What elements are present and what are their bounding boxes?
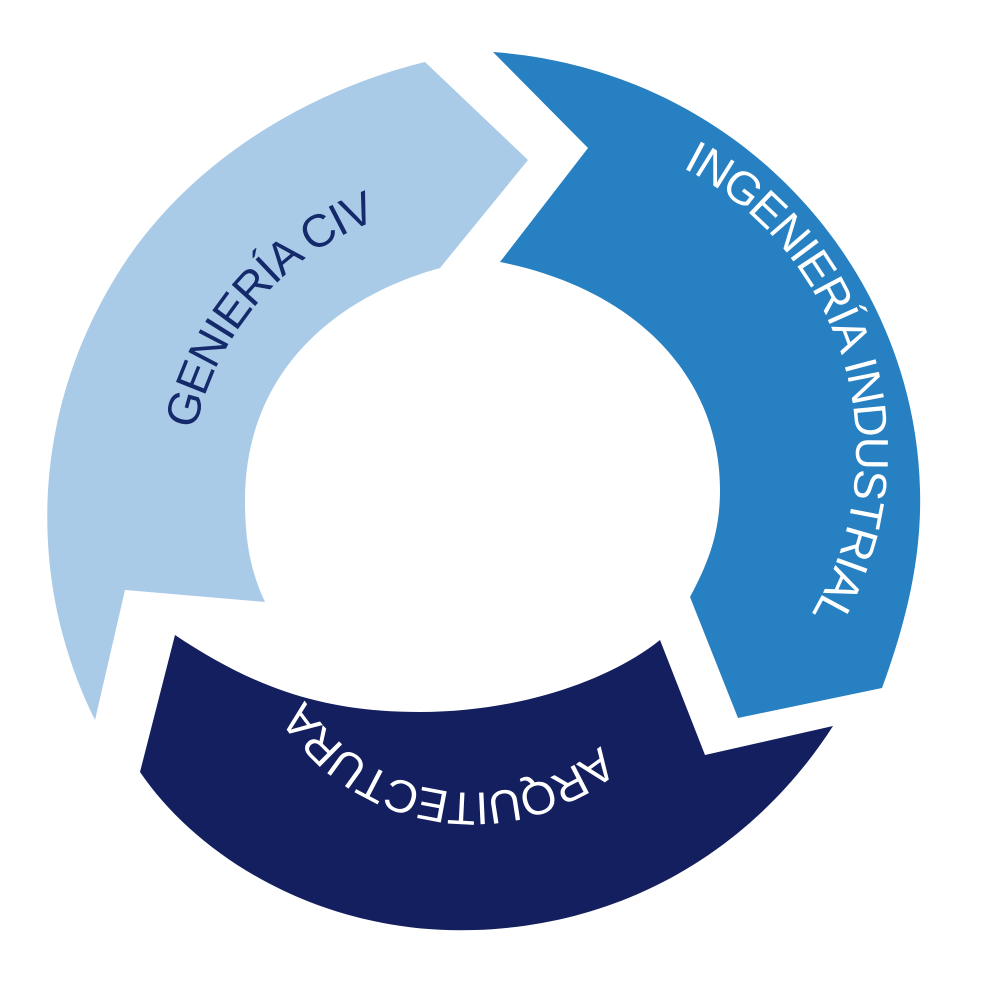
- segment-arquitectura: [140, 635, 833, 931]
- segment-ingenieria-civil: [47, 62, 528, 720]
- segment-ingenieria-industrial: [493, 52, 921, 718]
